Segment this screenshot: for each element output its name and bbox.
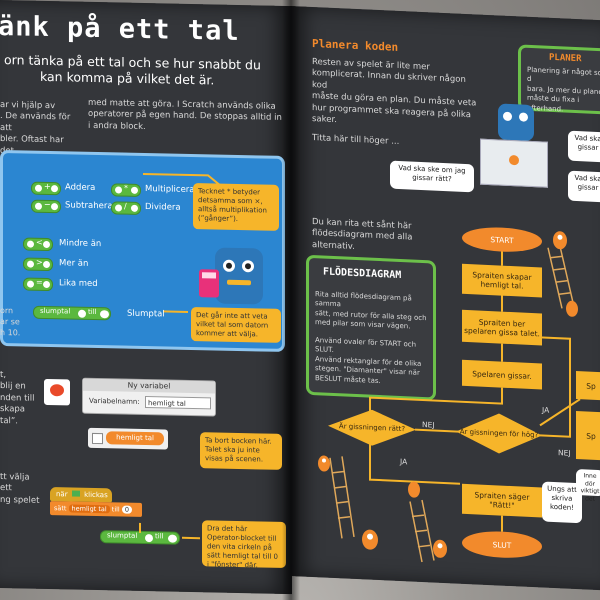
fc-decision-ratt: Är gissningen rätt?: [328, 408, 416, 448]
operators-box: + Addera − Subtrahera * Multiplicera / D…: [0, 150, 285, 352]
left-page: änk på ett tal orn tänka på ett tal och …: [0, 0, 292, 595]
right-page: Planera koden Resten av spelet är lite m…: [290, 6, 600, 591]
flowchart-arrows: [369, 247, 581, 532]
book-gutter: [282, 0, 300, 600]
callout-operator: Dra det här Operator-blocket till den vi…: [202, 520, 286, 570]
ladders-and-creatures: [318, 231, 578, 563]
fc-decision-hog: Är gissningen för hög?: [456, 412, 542, 456]
drag-arrow: [139, 522, 200, 540]
speech-bubble-side: Inne dör viktigt det: [576, 468, 600, 502]
